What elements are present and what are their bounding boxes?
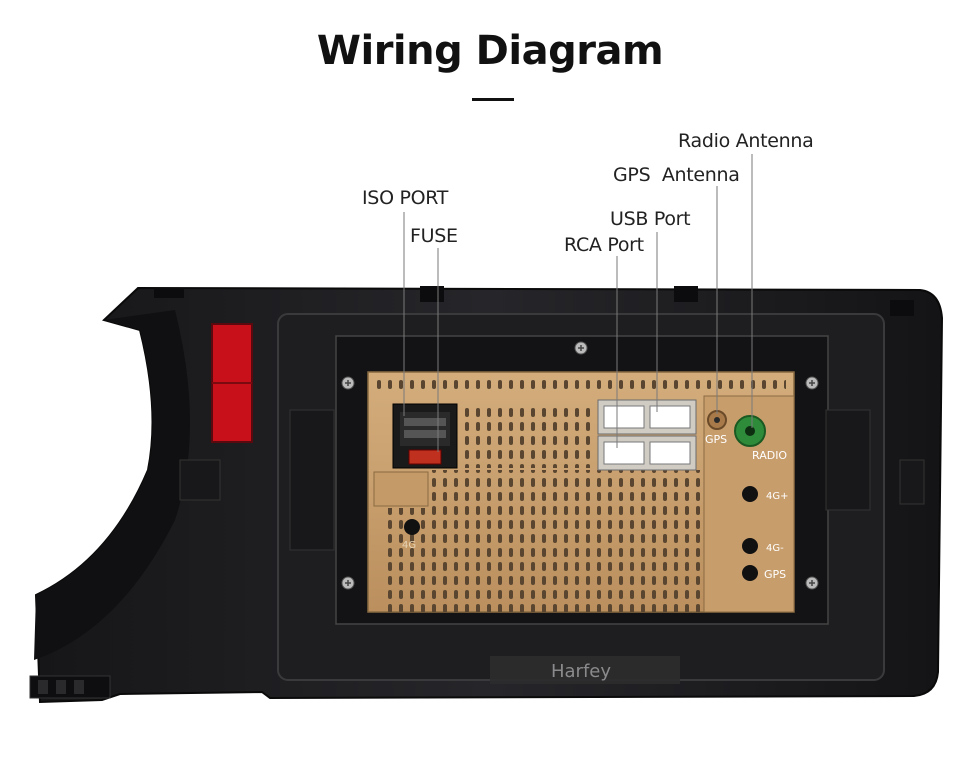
heatsink-fins	[428, 470, 704, 612]
usb-port-label: USB Port	[610, 208, 691, 230]
page-title: Wiring Diagram	[316, 28, 664, 74]
port-4g-minus	[742, 538, 758, 554]
screw-top-right	[805, 376, 819, 390]
screw-bottom-right	[805, 576, 819, 590]
bezel-wing	[34, 310, 190, 660]
port-4g-left	[404, 519, 420, 535]
gps-antenna-label: GPS Antenna	[613, 164, 740, 186]
iso-port-label: ISO PORT	[362, 187, 449, 209]
screw-bottom-left	[341, 576, 355, 590]
screw-top	[574, 341, 588, 355]
four-g-plus-marking: 4G+	[766, 491, 789, 502]
watermark-strip	[490, 656, 680, 684]
four-g-minus-marking: 4G-	[766, 543, 784, 554]
title-underline	[472, 98, 514, 101]
rca-port-block	[597, 435, 697, 471]
fuse-label: FUSE	[410, 225, 458, 247]
usb-port-block	[597, 399, 697, 435]
radio-antenna-label: Radio Antenna	[678, 130, 814, 152]
four-g-left-marking: 4G	[402, 540, 416, 551]
gps-lower-marking: GPS	[764, 568, 786, 581]
mounting-clip	[29, 675, 111, 699]
screw-top-left	[341, 376, 355, 390]
fuse-block	[408, 449, 442, 465]
radio-antenna-jack	[734, 415, 766, 447]
port-gps-lower	[742, 565, 758, 581]
radio-marking: RADIO	[752, 449, 787, 462]
port-4g-plus	[742, 486, 758, 502]
watermark: Harfey	[551, 661, 611, 682]
gps-marking: GPS	[705, 433, 727, 446]
rca-port-label: RCA Port	[564, 234, 644, 256]
